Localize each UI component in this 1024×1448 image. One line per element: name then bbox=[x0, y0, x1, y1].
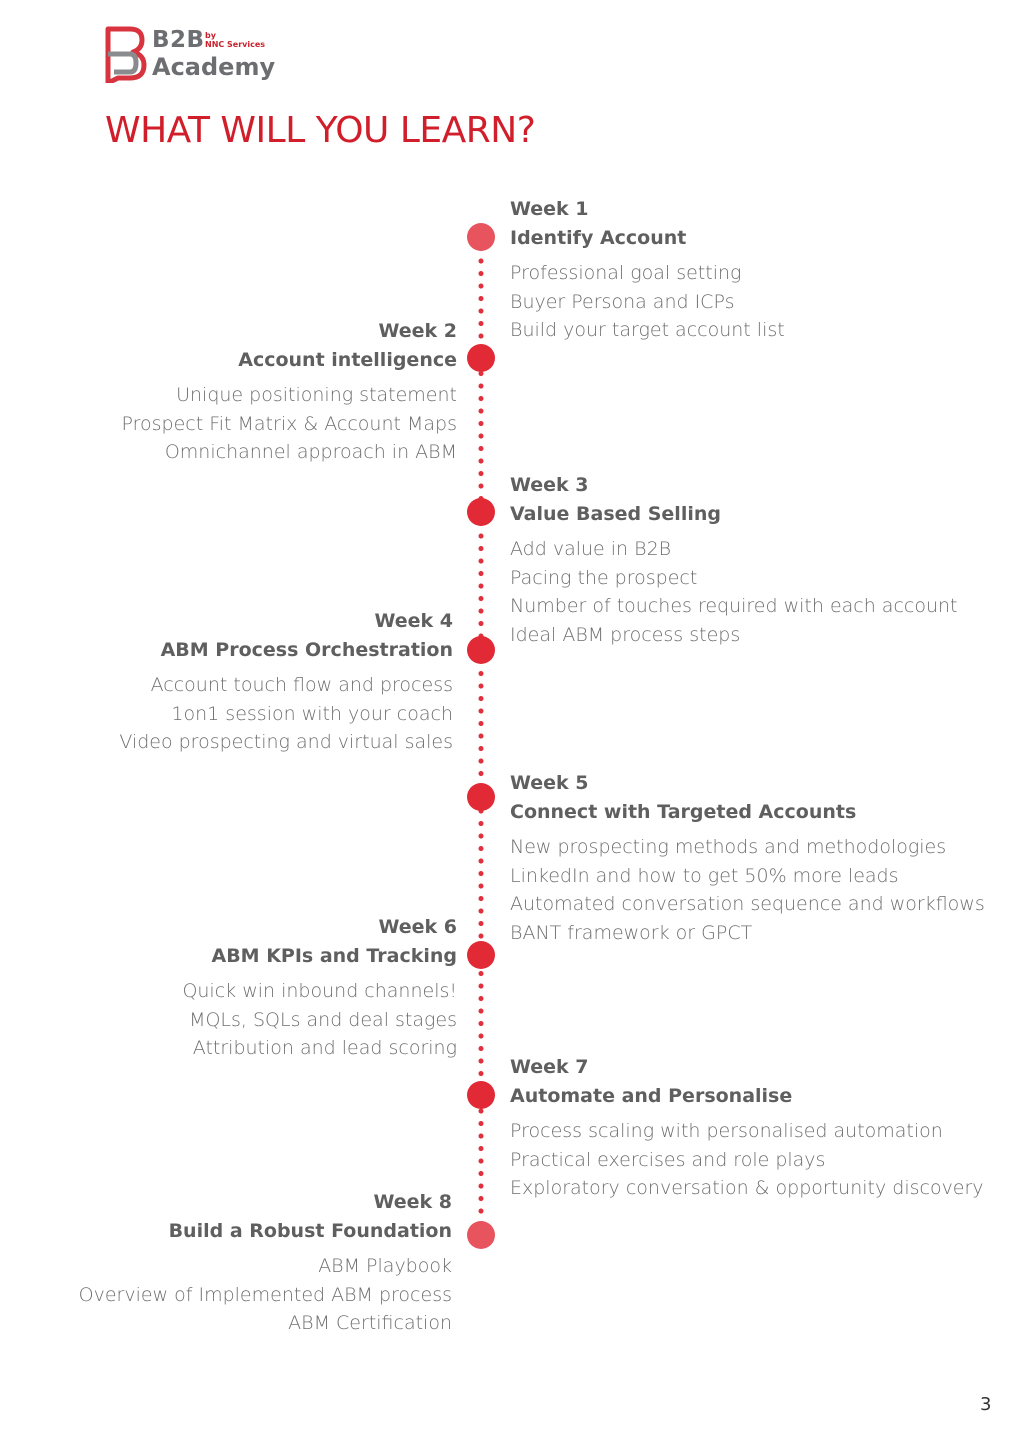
week-topic-item: BANT framework or GPCT bbox=[510, 921, 753, 944]
brand-logo: B2B by NNC Services Academy bbox=[104, 25, 284, 86]
week-label: Week 1 bbox=[510, 198, 589, 220]
week-topic-item: Attribution and lead scoring bbox=[192, 1037, 457, 1059]
week-label: Week 2 bbox=[378, 320, 457, 342]
timeline-node-week-7 bbox=[467, 1081, 495, 1109]
b2b-speech-bubble-icon bbox=[105, 26, 147, 86]
week-topic-list: Account touch flow and process 1on1 sessi… bbox=[119, 671, 453, 757]
week-topic-item: Overview of Implemented ABM process bbox=[78, 1283, 452, 1306]
logo-company: NNC Services bbox=[205, 40, 266, 49]
week-topic-item: Pacing the prospect bbox=[510, 566, 698, 589]
week-title: ABM KPIs and Tracking bbox=[211, 945, 457, 967]
week-title: Automate and Personalise bbox=[510, 1085, 793, 1107]
week-topic-list: Process scaling with personalised automa… bbox=[510, 1117, 984, 1203]
week-topic-item: LinkedIn and how to get 50% more leads bbox=[510, 864, 899, 887]
week-title: Build a Robust Foundation bbox=[168, 1220, 452, 1242]
week-title: Connect with Targeted Accounts bbox=[510, 801, 857, 823]
week-topic-item: ABM Certification bbox=[288, 1312, 452, 1334]
week-title: Account intelligence bbox=[238, 349, 457, 371]
week-topic-item: Number of touches required with each acc… bbox=[510, 595, 958, 617]
week-topic-item: Add value in B2B bbox=[510, 538, 672, 560]
week-topic-item: Unique positioning statement bbox=[176, 384, 457, 406]
week-label: Week 5 bbox=[510, 772, 589, 794]
page-title: WHAT WILL YOU LEARN? bbox=[105, 110, 536, 151]
week-topic-item: Ideal ABM process steps bbox=[510, 623, 741, 646]
week-topic-item: Exploratory conversation & opportunity d… bbox=[510, 1177, 984, 1199]
week-topic-item: Omnichannel approach in ABM bbox=[164, 441, 457, 463]
logo-b2b-text: B2B bbox=[152, 27, 205, 53]
timeline-node-week-2 bbox=[467, 344, 495, 372]
page-number: 3 bbox=[980, 1394, 992, 1415]
week-topic-item: Professional goal setting bbox=[510, 262, 742, 284]
timeline-node-week-1 bbox=[467, 223, 495, 251]
week-topic-list: Quick win inbound channels! MQLs, SQLs an… bbox=[182, 977, 457, 1063]
timeline-node-week-6 bbox=[467, 941, 495, 969]
week-label: Week 6 bbox=[378, 916, 457, 938]
week-topic-item: New prospecting methods and methodologie… bbox=[510, 836, 947, 858]
timeline-dotted-line bbox=[478, 236, 484, 1236]
week-topic-list: New prospecting methods and methodologie… bbox=[510, 833, 985, 947]
week-topic-item: Buyer Persona and ICPs bbox=[510, 290, 735, 313]
week-topic-item: MQLs, SQLs and deal stages bbox=[189, 1008, 457, 1031]
timeline-node-week-5 bbox=[467, 783, 495, 811]
week-label: Week 7 bbox=[510, 1056, 589, 1078]
week-topic-item: 1on1 session with your coach bbox=[171, 702, 453, 725]
week-topic-item: Video prospecting and virtual sales bbox=[119, 731, 453, 753]
week-topic-item: Quick win inbound channels! bbox=[182, 980, 457, 1002]
week-topic-item: Build your target account list bbox=[510, 319, 785, 341]
week-label: Week 3 bbox=[510, 474, 589, 496]
timeline-node-week-8 bbox=[467, 1221, 495, 1249]
timeline-node-week-3 bbox=[467, 498, 495, 526]
week-title: ABM Process Orchestration bbox=[160, 639, 453, 661]
week-topic-item: Practical exercises and role plays bbox=[510, 1148, 826, 1171]
week-topic-item: Account touch flow and process bbox=[150, 674, 453, 696]
week-topic-item: Process scaling with personalised automa… bbox=[510, 1120, 943, 1142]
week-label: Week 8 bbox=[373, 1191, 452, 1213]
timeline-node-week-4 bbox=[467, 636, 495, 664]
logo-academy-text: Academy bbox=[152, 53, 276, 81]
week-topic-item: Prospect Fit Matrix & Account Maps bbox=[121, 412, 457, 435]
week-label: Week 4 bbox=[374, 610, 453, 632]
week-title: Identify Account bbox=[510, 227, 687, 249]
week-topic-item: ABM Playbook bbox=[318, 1255, 452, 1277]
logo-by-text: by NNC Services bbox=[205, 31, 265, 49]
logo-by: by bbox=[205, 31, 216, 40]
week-title: Value Based Selling bbox=[510, 503, 721, 525]
week-topic-item: Automated conversation sequence and work… bbox=[510, 893, 985, 915]
